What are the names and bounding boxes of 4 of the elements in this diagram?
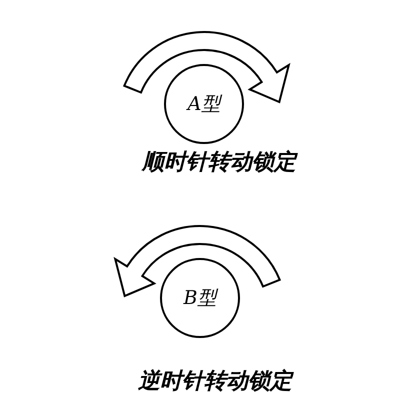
node-label: 顺时针转动锁定 — [142, 148, 296, 177]
type-label: B型 — [184, 286, 216, 311]
node-label: 逆时针转动锁定 — [138, 367, 292, 396]
type-label: A型 — [188, 92, 220, 117]
